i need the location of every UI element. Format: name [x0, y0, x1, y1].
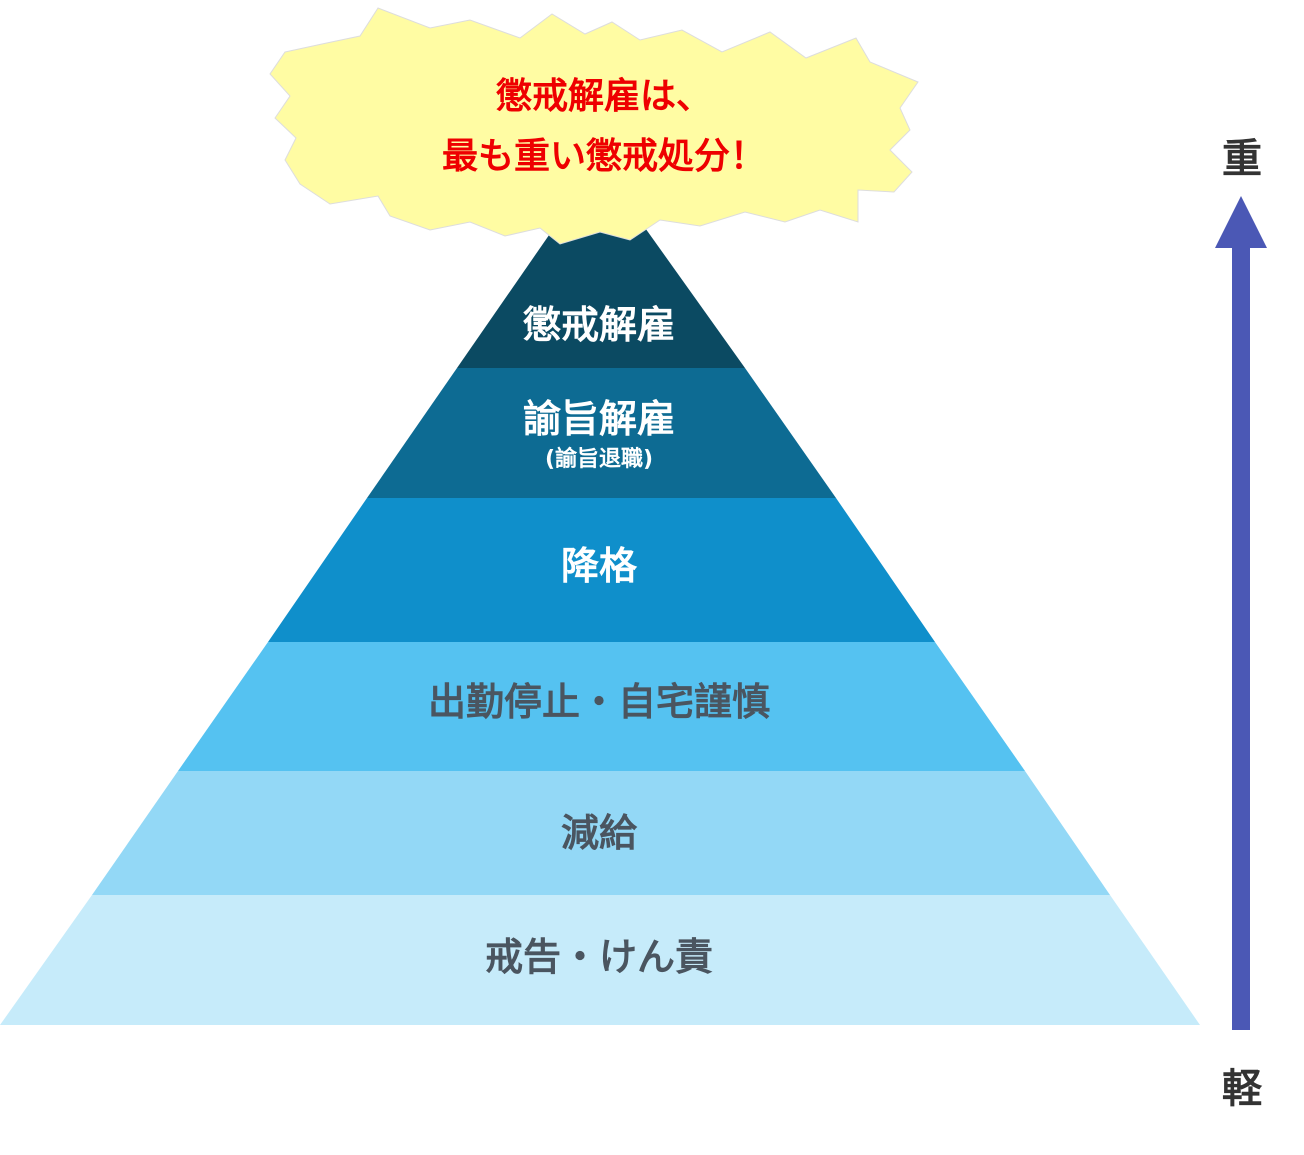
pyramid-level-6: 戒告・けん責 [0, 895, 1200, 1025]
callout-text-line-1: 懲戒解雇は、 [496, 76, 712, 117]
severity-arrow-shaft [1232, 244, 1250, 1030]
callout-text-line-2: 最も重い懲戒処分！ [442, 136, 766, 177]
pyramid-level-3-shape [268, 498, 935, 642]
pyramid-level-2: 諭旨解雇 (諭旨退職) [367, 368, 836, 498]
pyramid-level-1: 懲戒解雇 [457, 225, 745, 368]
pyramid-level-6-shape [0, 895, 1200, 1025]
callout-burst-shape [269, 7, 919, 245]
pyramid-level-6-label: 戒告・けん責 [485, 935, 713, 979]
pyramid-level-2-shape [367, 368, 836, 498]
callout-burst: 懲戒解雇は、 最も重い懲戒処分！ [269, 7, 919, 245]
pyramid-level-1-label: 懲戒解雇 [523, 303, 675, 347]
severity-heavy-label: 重 [1222, 136, 1262, 182]
pyramid-level-5-label: 減給 [561, 811, 638, 855]
pyramid-level-2-label: 諭旨解雇 [523, 397, 675, 441]
pyramid-level-5-shape [92, 771, 1110, 895]
severity-arrow-head [1215, 196, 1267, 248]
pyramid-level-3-label: 降格 [561, 544, 638, 588]
pyramid: 懲戒解雇 諭旨解雇 (諭旨退職) 降格 出勤停止・自宅謹慎 減給 戒告・けん責 [0, 225, 1200, 1025]
severity-scale: 重 軽 [1215, 136, 1267, 1112]
pyramid-level-2-sublabel: (諭旨退職) [545, 446, 653, 472]
pyramid-level-3: 降格 [268, 498, 935, 642]
pyramid-level-5: 減給 [92, 771, 1110, 895]
pyramid-level-4-label: 出勤停止・自宅謹慎 [428, 680, 770, 724]
pyramid-level-4-shape [178, 642, 1025, 771]
pyramid-level-4: 出勤停止・自宅謹慎 [178, 642, 1025, 771]
pyramid-level-1-shape [457, 225, 745, 368]
severity-light-label: 軽 [1222, 1066, 1263, 1112]
